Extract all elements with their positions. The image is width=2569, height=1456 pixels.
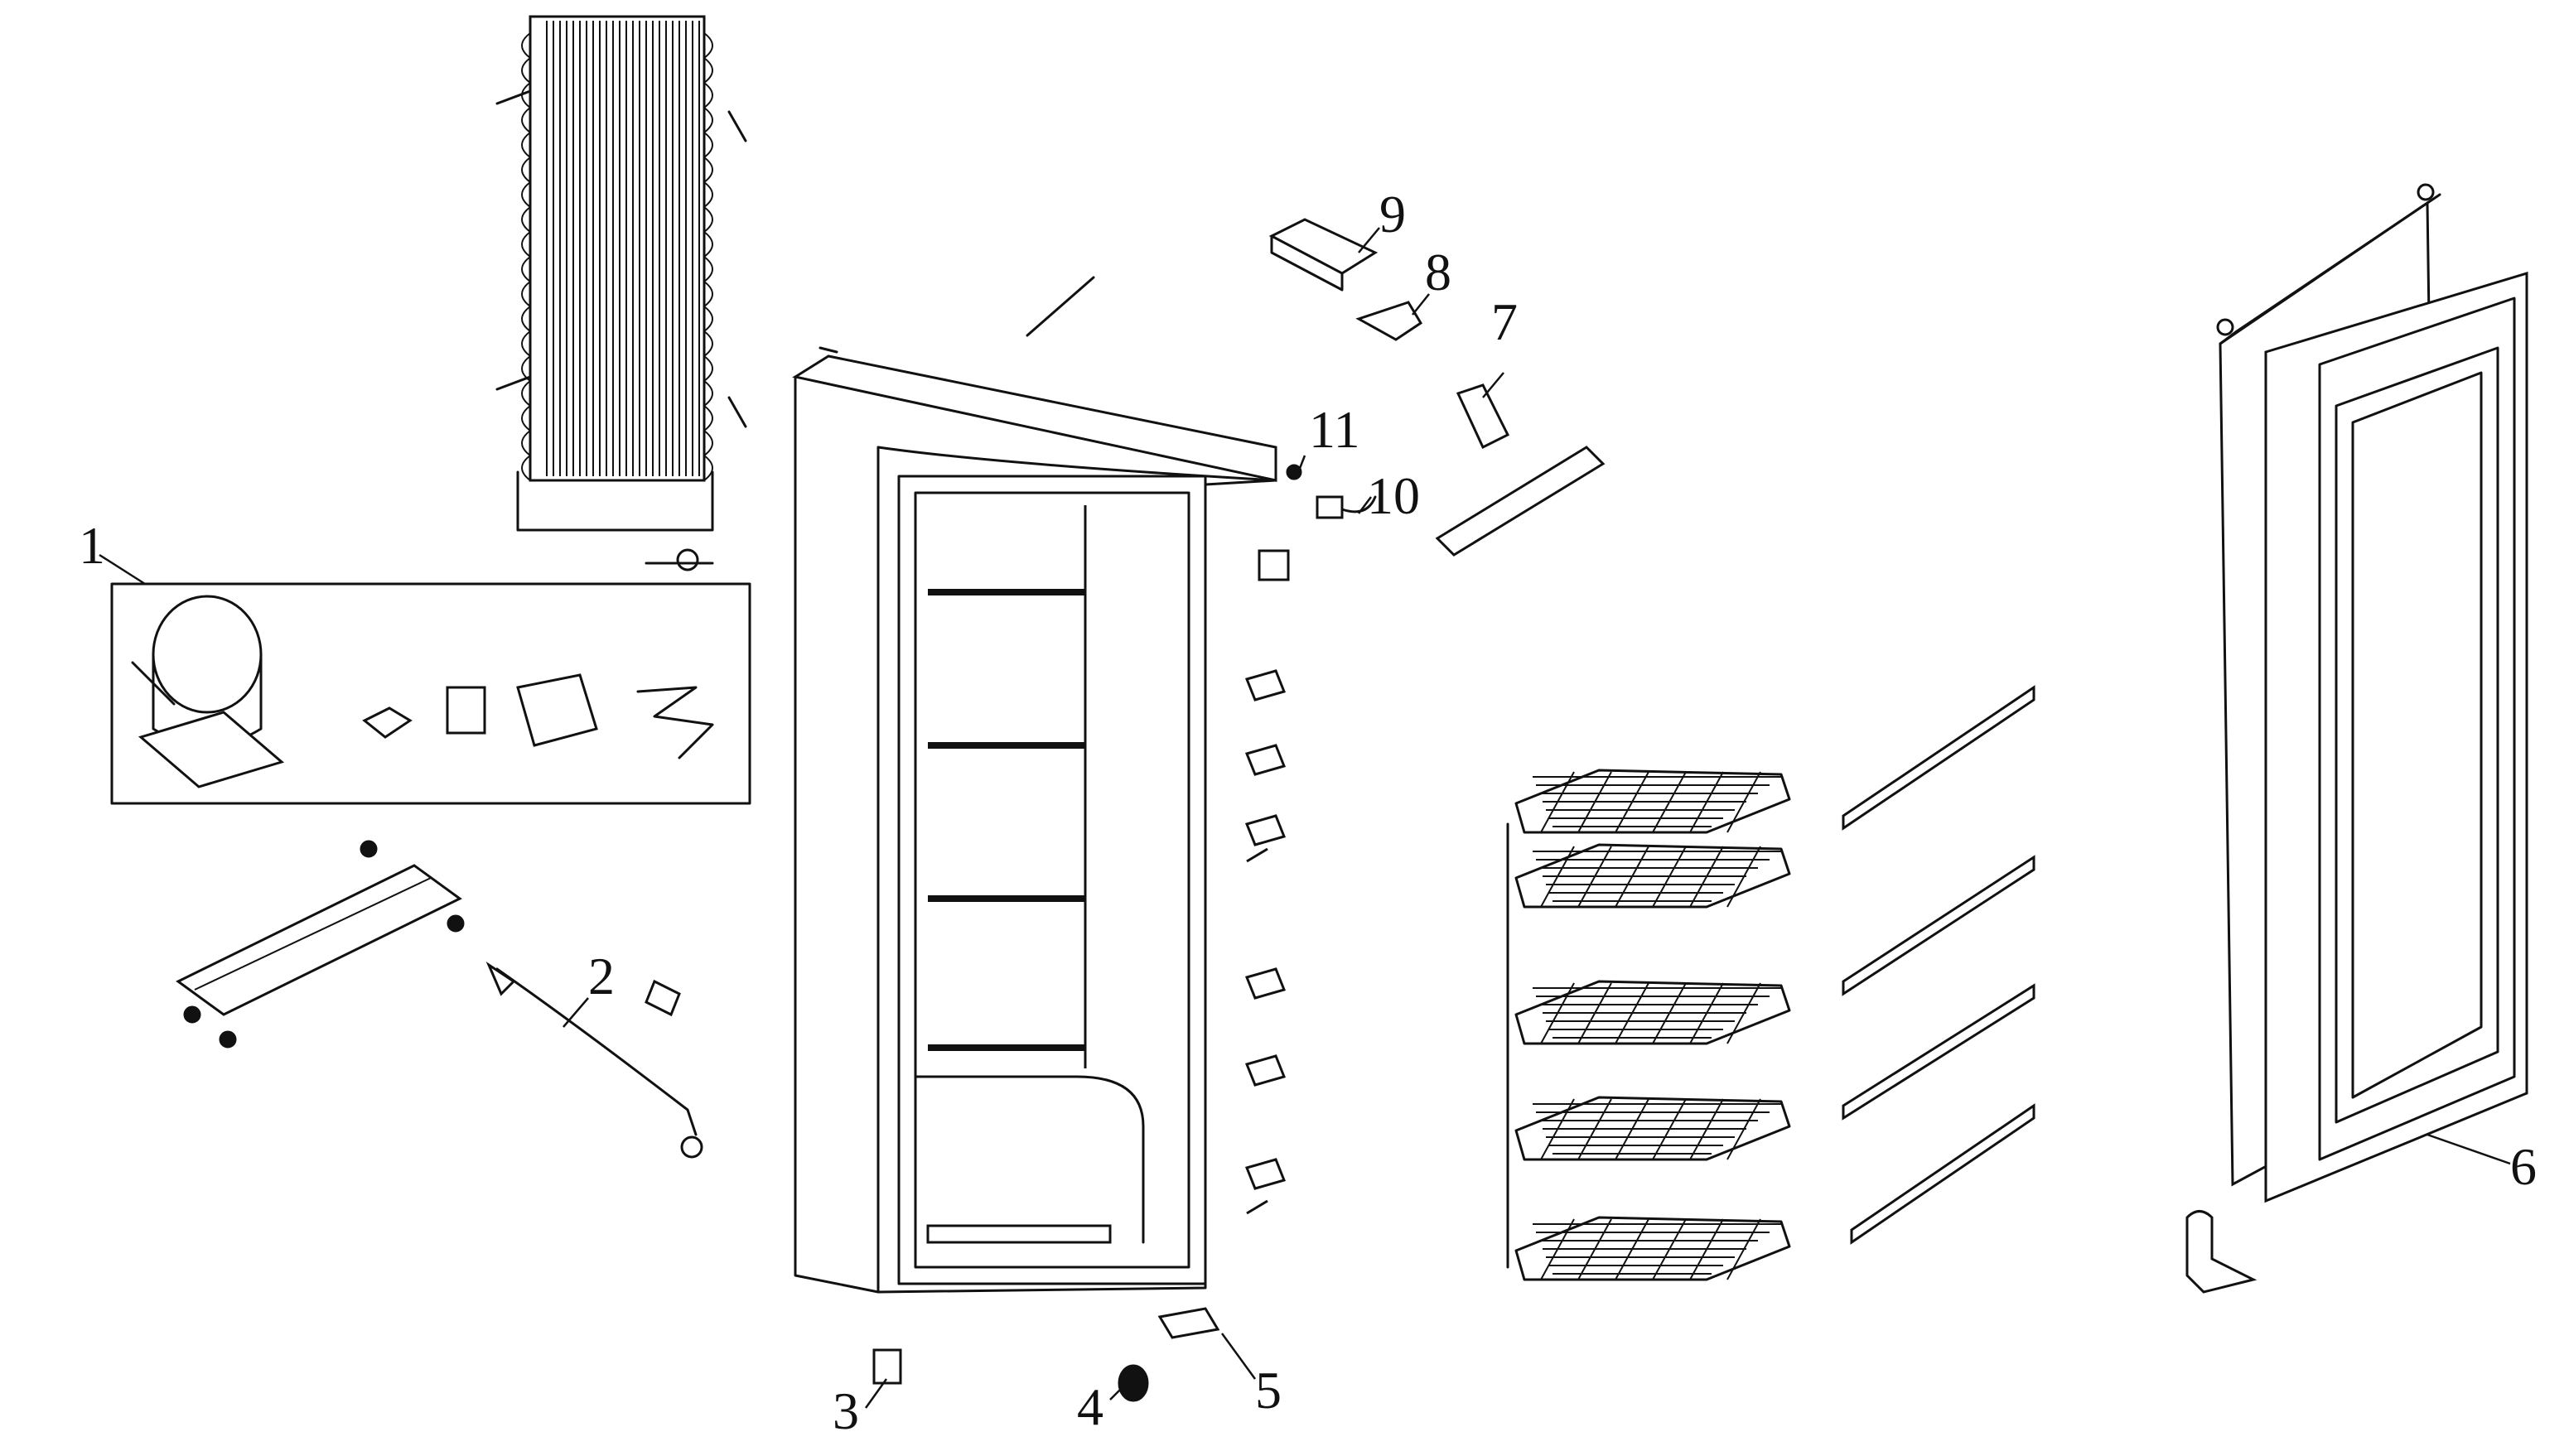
door-stop-brackets [1244,669,1287,1215]
door-stop-bracket [1244,814,1287,846]
compressor [131,595,285,788]
relay-part [362,706,413,739]
callout-3: 3 [833,1378,888,1440]
door-assembly [2185,183,2528,1294]
foot-4 [1118,1364,1149,1402]
callout-1-label: 1 [79,516,105,575]
hinge-top [1435,383,1606,557]
shelf-rail [1842,983,2035,1121]
mounting-screw [1246,1199,1268,1215]
base-rail [176,840,465,1049]
callout-11-label: 11 [1309,400,1360,459]
shelf-rail [1842,855,2035,996]
callout-10: 10 [1358,466,1420,525]
callout-6: 6 [2427,1133,2537,1196]
callout-1: 1 [79,516,146,586]
cabinet [792,276,1277,1294]
callout-2-label: 2 [588,947,615,1005]
callout-2: 2 [563,947,615,1028]
callout-7: 7 [1482,292,1518,398]
thermostat-knob [1258,495,1377,581]
callout-3-label: 3 [833,1381,859,1440]
callout-7-label: 7 [1491,292,1518,351]
callout-9-label: 9 [1379,185,1406,243]
callout-5-label: 5 [1255,1361,1282,1420]
wire-shelf [1514,1096,1791,1161]
condenser-coil [495,15,747,571]
ice-tray [1268,218,1379,292]
callout-5: 5 [1220,1333,1282,1420]
callout-4: 4 [1077,1377,1128,1436]
callout-6-label: 6 [2510,1137,2537,1196]
shelf-support-rails [1842,685,2035,1245]
wire-shelves [1514,769,1791,1281]
screw-11 [1286,464,1302,480]
door-stop-bracket [1244,669,1287,701]
wire-shelf [1514,843,1791,909]
wire-shelf [1514,769,1791,834]
door-stop-bracket [1244,1158,1287,1190]
wire-shelf [1514,1216,1791,1281]
callout-4-label: 4 [1077,1377,1103,1436]
door-stop-bracket [1244,1054,1287,1087]
callout-8: 8 [1412,243,1451,316]
power-cord [485,961,703,1159]
shelf-rail [1842,685,2035,831]
cover-part [516,673,598,747]
callout-10-label: 10 [1367,466,1420,525]
door-stop-bracket [1244,967,1287,1000]
mounting-screw [1246,847,1268,863]
callout-8-label: 8 [1425,243,1451,301]
callout-11: 11 [1297,400,1360,471]
bottom-hinge-5 [1157,1307,1220,1339]
door-hinge-pin [2185,1210,2258,1294]
wire-shelf [1514,980,1791,1045]
compressor-kit-box [110,582,751,805]
overload-part [446,686,486,735]
ice-scoop [1355,301,1423,341]
wire-clip-part [636,686,714,759]
foot-3 [872,1348,902,1385]
shelf-rail [1850,1103,2035,1245]
door-stop-bracket [1244,744,1287,776]
callout-9: 9 [1358,185,1406,253]
